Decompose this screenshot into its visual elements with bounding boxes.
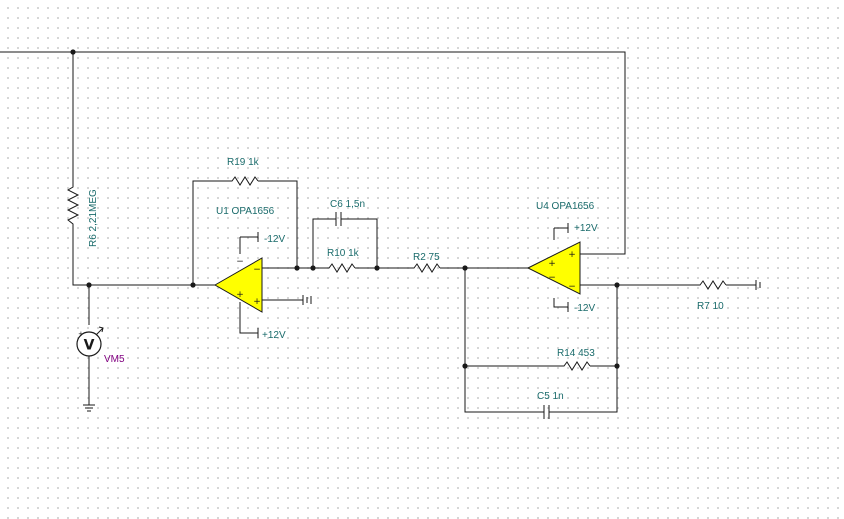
opamp-u4[interactable]: + − + − [526, 241, 581, 295]
u1-neg-supply-source[interactable] [240, 232, 259, 242]
voltmeter-icon[interactable]: V + [76, 326, 104, 357]
u1-pos-supply-wire [239, 302, 258, 334]
label-u1-pos-supply: +12V [262, 330, 286, 341]
vm5-ground-icon [83, 404, 95, 412]
resistor-r19-symbol [228, 176, 259, 186]
opamp-u4-noninverting-sign: + [568, 250, 576, 260]
opamp-u4-inverting-sign: − [568, 282, 576, 292]
c5-left-wire [464, 268, 540, 413]
resistor-r10-symbol [325, 263, 356, 273]
label-u1-neg-supply: -12V [264, 234, 285, 245]
r19-left-wire [192, 180, 228, 285]
resistor-r2-symbol [410, 263, 441, 273]
r19-right-wire [258, 180, 298, 268]
opamp-u1-supply-neg-sign: − [236, 257, 244, 267]
resistor-r6-symbol [66, 183, 80, 229]
label-r7: R7 10 [697, 301, 724, 312]
voltmeter-body [76, 331, 102, 357]
resistor-r14[interactable] [560, 361, 591, 371]
c5-right-wire [552, 285, 618, 413]
opamp-u4-triangle [526, 241, 581, 295]
wires [0, 51, 756, 413]
opamp-u1-supply-pos-sign: + [236, 290, 244, 300]
junction-dot [614, 282, 620, 288]
label-c5: C5 1n [537, 391, 564, 402]
opamp-u1[interactable]: − + − + [213, 257, 263, 313]
junction-dot [614, 363, 620, 369]
label-u1: U1 OPA1656 [216, 206, 275, 217]
junction-dot [462, 265, 468, 271]
feedback-top-wire [0, 51, 626, 255]
junction-dot [86, 282, 92, 288]
junctions [70, 49, 620, 369]
label-r14: R14 453 [557, 348, 595, 359]
label-r6: R6 2,21MEG [88, 189, 99, 247]
c6-right-wire [344, 218, 378, 268]
component-labels: R19 1k U1 OPA1656 -12V +12V R6 2,21MEG C… [88, 157, 724, 402]
input-node-wire [72, 229, 215, 286]
label-u4: U4 OPA1656 [536, 201, 595, 212]
label-r10: R10 1k [327, 248, 360, 259]
junction-dot [374, 265, 380, 271]
capacitor-c5[interactable] [540, 405, 552, 419]
resistor-r2[interactable] [410, 263, 441, 273]
resistor-r10[interactable] [325, 263, 356, 273]
label-c6: C6 1,5n [330, 199, 365, 210]
junction-dot [70, 49, 76, 55]
opamp-u4-input-plus-sign: + [548, 259, 556, 269]
label-vm5: VM5 [104, 354, 125, 365]
opamp-u4-input-minus-sign: − [548, 273, 556, 283]
label-r19: R19 1k [227, 157, 260, 168]
capacitor-c6[interactable] [332, 212, 344, 226]
junction-dot [462, 363, 468, 369]
voltmeter-plus-sign: + [78, 330, 84, 338]
resistor-r14-symbol [560, 361, 591, 371]
voltmeter-symbol: V [84, 338, 95, 354]
u4-pos-supply-source[interactable] [554, 223, 569, 233]
junction-dot [310, 265, 316, 271]
label-u4-pos-supply: +12V [574, 223, 598, 234]
opamp-u1-inverting-sign: − [253, 265, 261, 275]
label-r2: R2 75 [413, 252, 440, 263]
resistor-r19[interactable] [228, 176, 259, 186]
resistor-r7-symbol [696, 280, 727, 290]
r7-ground-icon [755, 280, 761, 290]
u4-neg-supply-wire [553, 298, 568, 308]
c6-left-wire [312, 218, 332, 268]
u1-ground-icon [302, 295, 312, 305]
resistor-r6[interactable] [66, 183, 80, 229]
junction-dot [190, 282, 196, 288]
opamp-u1-triangle [213, 257, 263, 313]
resistor-r7[interactable] [696, 280, 727, 290]
voltmeter-arrow-shaft [95, 327, 104, 336]
junction-dot [294, 265, 300, 271]
opamp-u1-noninverting-sign: + [253, 297, 261, 307]
label-u4-neg-supply: -12V [574, 303, 595, 314]
voltmeter-arrow-head [98, 326, 104, 333]
